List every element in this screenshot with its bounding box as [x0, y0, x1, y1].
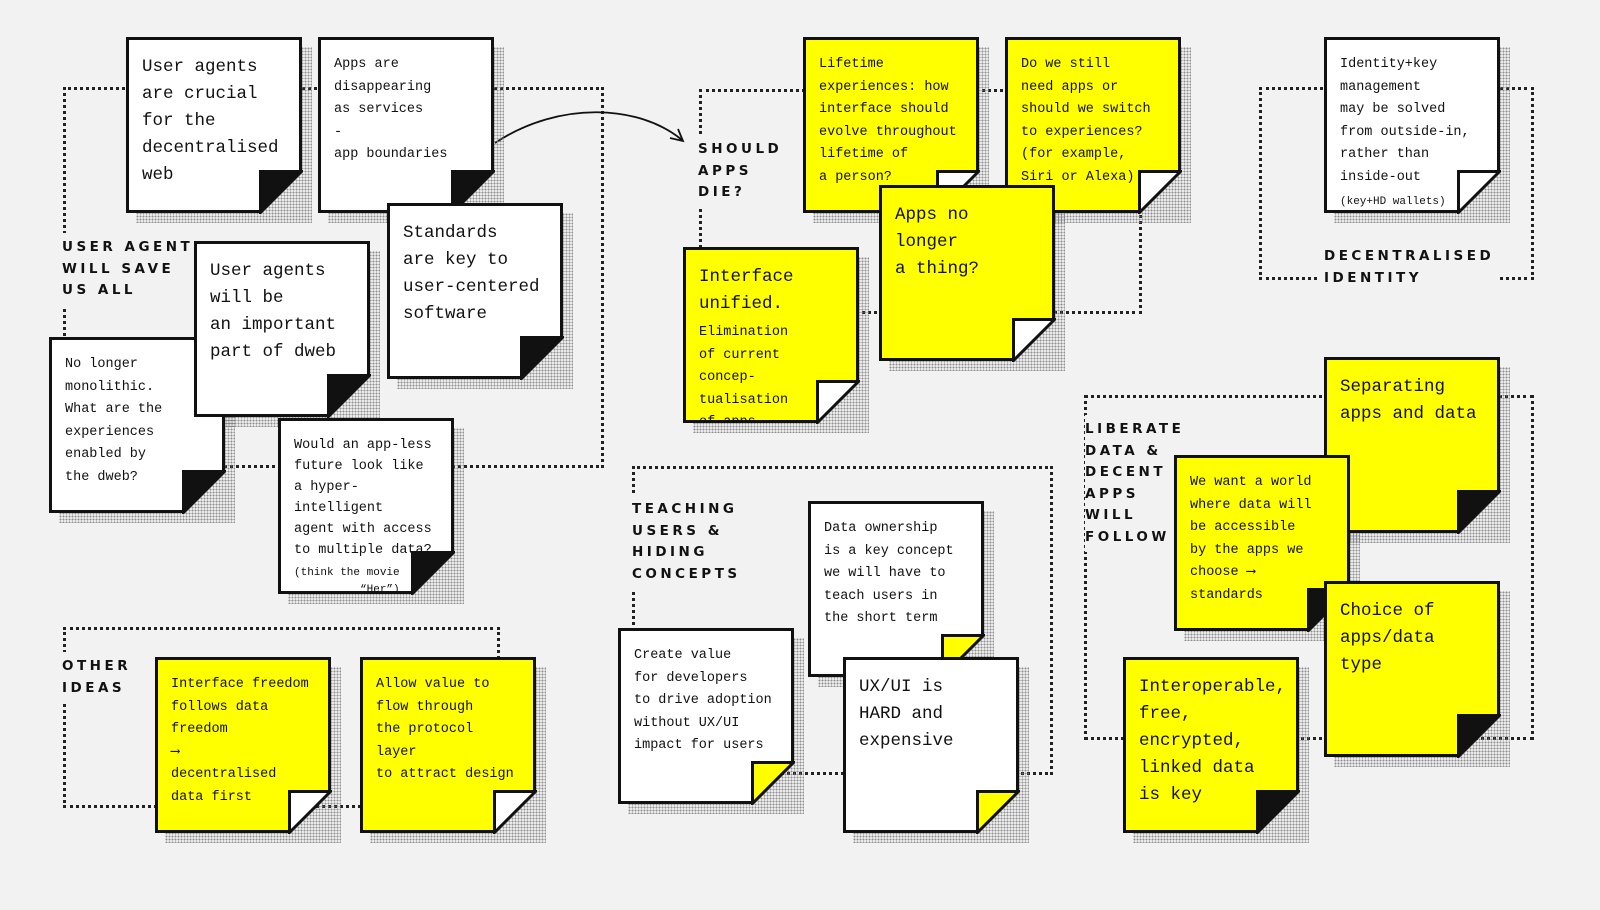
- folded-corner-icon: [451, 170, 495, 214]
- group-label-should-apps-die: SHOULD APPS DIE?: [698, 135, 783, 208]
- group-label-liberate-data: LIBERATE DATA & DECENT APPS WILL FOLLOW: [1085, 415, 1185, 552]
- sticky-note[interactable]: We want a world where data will be acces…: [1174, 455, 1350, 631]
- note-text: Allow value to flow through the protocol…: [376, 677, 514, 783]
- folded-corner-icon: [182, 470, 226, 514]
- note-text: Choice of apps/data type: [1340, 601, 1435, 675]
- folded-corner-icon: [493, 790, 537, 834]
- folded-corner-icon: [1457, 490, 1501, 534]
- note-text: User agents are crucial for the decentra…: [142, 57, 279, 185]
- note-text: Apps are disappearing as services - app …: [334, 57, 448, 163]
- note-text: Identity+key management may be solved fr…: [1340, 57, 1470, 185]
- note-text: Do we still need apps or should we switc…: [1021, 57, 1151, 185]
- sticky-note[interactable]: Identity+key management may be solved fr…: [1324, 37, 1500, 213]
- note-text: Would an app-less future look like a hyp…: [294, 438, 432, 558]
- note-text: Create value for developers to drive ado…: [634, 648, 772, 754]
- folded-corner-icon: [288, 790, 332, 834]
- folded-corner-icon: [259, 170, 303, 214]
- note-text: UX/UI is HARD and expensive: [859, 677, 954, 751]
- folded-corner-icon: [976, 790, 1020, 834]
- note-aside: (key+HD wallets): [1340, 195, 1446, 208]
- group-label-teaching: TEACHING USERS & HIDING CONCEPTS: [632, 495, 741, 589]
- sticky-note[interactable]: Interface freedom follows data freedom ⟶…: [155, 657, 331, 833]
- note-text: Interoperable, free, encrypted, linked d…: [1139, 677, 1287, 805]
- sticky-note[interactable]: Lifetime experiences: how interface shou…: [803, 37, 979, 213]
- folded-corner-icon: [1457, 714, 1501, 758]
- folded-corner-icon: [520, 336, 564, 380]
- group-label-other-ideas: OTHER IDEAS: [62, 652, 132, 703]
- note-text: Interface freedom follows data freedom ⟶…: [171, 677, 309, 805]
- folded-corner-icon: [1012, 318, 1056, 362]
- note-text: Lifetime experiences: how interface shou…: [819, 57, 957, 185]
- group-label-user-agent: USER AGENT WILL SAVE US ALL: [62, 233, 194, 306]
- folded-corner-icon: [327, 374, 371, 418]
- sticky-note[interactable]: Create value for developers to drive ado…: [618, 628, 794, 804]
- note-text: No longer monolithic. What are the exper…: [65, 357, 163, 485]
- note-text: We want a world where data will be acces…: [1190, 475, 1312, 603]
- group-frame-teaching: [632, 466, 1053, 775]
- group-label-decentralised-identity: DECENTRALISED IDENTITY: [1318, 242, 1501, 293]
- note-aside: (think the movie “Her”): [294, 567, 400, 596]
- note-text: Data ownership is a key concept we will …: [824, 521, 954, 627]
- sticky-note[interactable]: Interoperable, free, encrypted, linked d…: [1123, 657, 1299, 833]
- note-text: User agents will be an important part of…: [210, 261, 337, 362]
- folded-corner-icon: [1138, 170, 1182, 214]
- note-text: Apps no longer a thing?: [895, 205, 980, 279]
- sticky-note[interactable]: Allow value to flow through the protocol…: [360, 657, 536, 833]
- sticky-note[interactable]: Standards are key to user-centered softw…: [387, 203, 563, 379]
- folded-corner-icon: [751, 761, 795, 805]
- note-title: Interface unified.: [699, 267, 794, 314]
- sticky-note[interactable]: UX/UI is HARD and expensive: [843, 657, 1019, 833]
- folded-corner-icon: [1256, 790, 1300, 834]
- folded-corner-icon: [1457, 170, 1501, 214]
- note-text: Standards are key to user-centered softw…: [403, 223, 540, 324]
- folded-corner-icon: [411, 551, 455, 595]
- sticky-note[interactable]: Do we still need apps or should we switc…: [1005, 37, 1181, 213]
- note-text: Separating apps and data: [1340, 377, 1477, 424]
- group-frame-liberate-data: [1084, 395, 1534, 740]
- sticky-note[interactable]: Apps no longer a thing?: [879, 185, 1055, 361]
- sticky-note[interactable]: Choice of apps/data type: [1324, 581, 1500, 757]
- folded-corner-icon: [816, 380, 860, 424]
